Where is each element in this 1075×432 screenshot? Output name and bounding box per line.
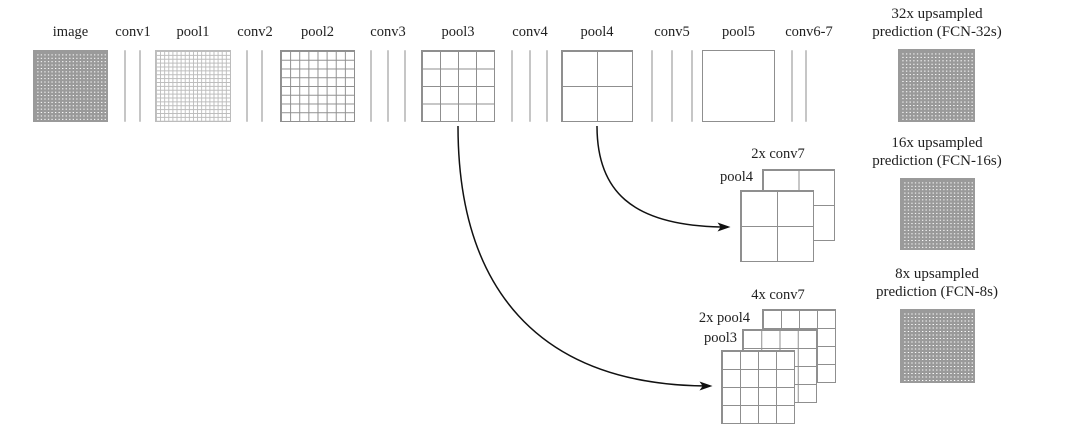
label-image: image <box>52 24 89 40</box>
label-2x-conv7: 2x conv7 <box>751 146 805 162</box>
label-conv4: conv4 <box>512 24 548 40</box>
pool1-grid <box>155 50 231 122</box>
conv2-layer <box>246 50 263 122</box>
label-fusion-pool3: pool3 <box>703 330 737 346</box>
conv3-layer <box>370 50 406 122</box>
conv1-layer <box>124 50 141 122</box>
label-pool5: pool5 <box>721 24 756 40</box>
fcn32s-line1: 32x upsampled <box>891 6 983 22</box>
fusion16-pool4-grid <box>740 190 814 262</box>
fusion8-pool3-grid <box>721 350 795 424</box>
label-4x-conv7: 4x conv7 <box>751 287 805 303</box>
label-conv1: conv1 <box>115 24 151 40</box>
pool2-grid <box>280 50 355 122</box>
fcn16s-line2: prediction (FCN-16s) <box>872 152 1002 169</box>
fcn16s-line1: 16x upsampled <box>891 135 983 151</box>
fcn8s-prediction-grid <box>900 309 975 383</box>
pool3-grid <box>421 50 495 122</box>
fcn8s-line1: 8x upsampled <box>895 266 979 282</box>
image-grid <box>33 50 108 122</box>
pool3-skip-arrow <box>457 125 713 391</box>
label-pool4: pool4 <box>580 24 614 40</box>
pool5-grid <box>702 50 775 122</box>
pool4-skip-arrow <box>596 125 731 232</box>
label-pool1: pool1 <box>176 24 210 40</box>
label-fcn16s-prediction: 16x upsampled prediction (FCN-16s) <box>851 135 1023 170</box>
label-fusion-pool4: pool4 <box>719 169 753 185</box>
label-fcn8s-prediction: 8x upsampled prediction (FCN-8s) <box>851 266 1023 301</box>
label-conv3: conv3 <box>370 24 406 40</box>
label-2x-pool4: 2x pool4 <box>698 310 750 326</box>
label-pool2: pool2 <box>300 24 335 40</box>
conv6-7-layer <box>791 50 807 122</box>
fcn16s-prediction-grid <box>900 178 975 250</box>
label-fcn32s-prediction: 32x upsampled prediction (FCN-32s) <box>851 6 1023 41</box>
fcn32s-line2: prediction (FCN-32s) <box>872 23 1002 40</box>
fcn32s-prediction-grid <box>898 49 975 122</box>
label-conv5: conv5 <box>654 24 690 40</box>
label-conv6-7: conv6-7 <box>785 24 833 40</box>
conv4-layer <box>511 50 548 122</box>
fcn8s-line2: prediction (FCN-8s) <box>875 283 999 300</box>
conv5-layer <box>651 50 693 122</box>
label-pool3: pool3 <box>441 24 475 40</box>
pool4-grid <box>561 50 633 122</box>
label-conv2: conv2 <box>237 24 273 40</box>
